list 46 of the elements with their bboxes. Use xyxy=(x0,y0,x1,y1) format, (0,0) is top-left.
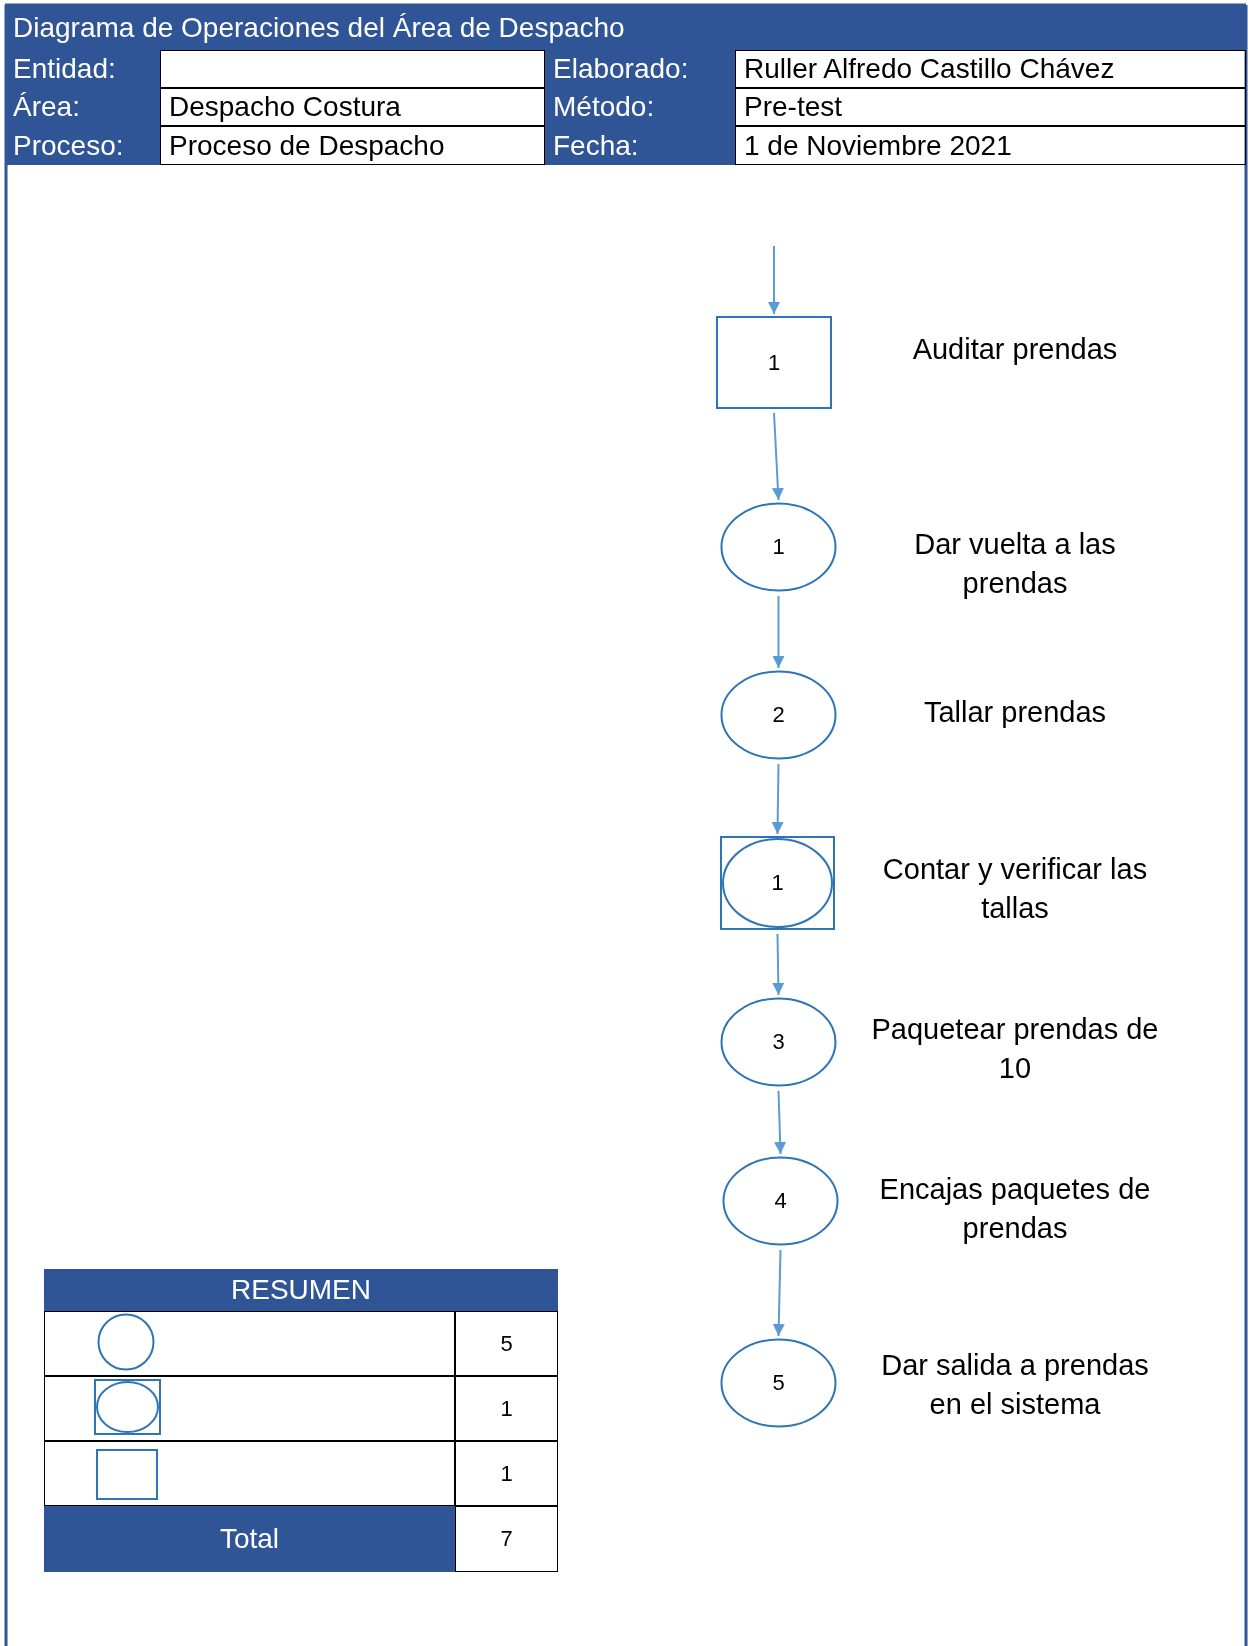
arrow xyxy=(772,1249,785,1337)
operation-circle xyxy=(720,670,837,760)
table-header: RESUMEN xyxy=(44,1269,558,1311)
field-value: Pre-test xyxy=(735,88,1246,126)
step-number: 3 xyxy=(771,1028,786,1056)
arrow xyxy=(771,763,784,835)
title-bar: Diagrama de Operaciones del Área de Despacho xyxy=(5,5,1246,50)
step-description: Contar y verificar las tallas xyxy=(881,852,1149,927)
field-label: Método: xyxy=(545,88,735,126)
table-cell: 1 xyxy=(455,1441,558,1506)
operation-circle xyxy=(720,502,837,592)
operation-circle xyxy=(720,1338,837,1428)
step-description: Encajas paquetes de prendas xyxy=(878,1172,1152,1247)
step-description: Dar salida a prendas en el sistema xyxy=(880,1348,1150,1423)
arrow xyxy=(768,245,780,315)
inspection-box xyxy=(716,316,832,409)
field-value: Ruller Alfredo Castillo Chávez xyxy=(735,50,1246,88)
arrow xyxy=(772,933,785,996)
table-cell: 7 xyxy=(455,1506,558,1572)
step-number: 1 xyxy=(766,348,782,377)
field-label: Entidad: xyxy=(5,50,160,88)
step-number: 1 xyxy=(770,869,785,897)
step-number: 1 xyxy=(771,533,786,561)
operation-circle xyxy=(722,1156,839,1246)
step-description: Tallar prendas xyxy=(922,695,1108,730)
field-label: Proceso: xyxy=(5,126,160,165)
combined-operation-symbol xyxy=(720,836,835,930)
field-label: Elaborado: xyxy=(545,50,735,88)
table-cell: 1 xyxy=(455,1376,558,1441)
field-value: Proceso de Despacho xyxy=(160,126,545,165)
operation-circle xyxy=(720,997,837,1087)
arrow xyxy=(772,595,785,669)
step-description: Paquetear prendas de 10 xyxy=(870,1012,1160,1087)
arrow xyxy=(774,1090,787,1155)
field-value: Despacho Costura xyxy=(160,88,545,126)
field-label: Área: xyxy=(5,88,160,126)
field-label: Fecha: xyxy=(545,126,735,165)
step-number: 4 xyxy=(773,1187,788,1215)
step-number: 5 xyxy=(771,1369,786,1397)
step-description: Auditar prendas xyxy=(911,332,1119,367)
table-cell: 5 xyxy=(455,1311,558,1376)
field-value: 1 de Noviembre 2021 xyxy=(735,126,1246,165)
arrow xyxy=(771,412,784,501)
step-number: 2 xyxy=(771,701,786,729)
total-cell: Total xyxy=(44,1506,455,1572)
step-description: Dar vuelta a las prendas xyxy=(913,527,1117,602)
